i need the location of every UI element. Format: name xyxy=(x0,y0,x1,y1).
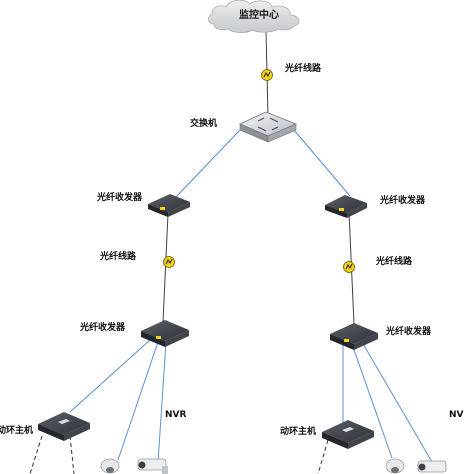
transceiver-label-right-upper: 光纤收发器 xyxy=(380,196,426,206)
link-right-cam1 xyxy=(351,343,393,459)
link-switch-right xyxy=(293,129,351,197)
camera-icon xyxy=(100,458,120,474)
fiber-connector-icon xyxy=(261,69,273,81)
link-switch-left xyxy=(174,129,241,199)
transceiver-icon xyxy=(325,195,367,218)
fiber-connector-icon xyxy=(343,261,355,273)
dashed-right-host-1 xyxy=(317,439,329,474)
nvr-label-right: NVR xyxy=(449,410,464,420)
transceiver-icon xyxy=(330,323,378,350)
switch-icon xyxy=(239,111,298,143)
switch-label: 交换机 xyxy=(190,119,218,129)
transceiver-label-left-lower: 光纤收发器 xyxy=(80,323,126,333)
fiber-line-label-right: 光纤线路 xyxy=(376,257,413,267)
host-label-right: 动环主机 xyxy=(280,427,317,437)
monitoring-center-label: 监控中心 xyxy=(239,10,279,21)
camera-icon xyxy=(417,460,447,473)
transceiver-icon xyxy=(141,320,189,347)
fiber-line-label-top: 光纤线路 xyxy=(285,64,322,74)
link-left-cam1 xyxy=(117,341,159,461)
transceiver-label-right-lower: 光纤收发器 xyxy=(386,327,432,337)
host-label-left: 动环主机 xyxy=(0,426,34,436)
transceiver-label-left-upper: 光纤收发器 xyxy=(97,193,143,203)
dashed-left-host-1 xyxy=(29,435,43,474)
cloud-icon xyxy=(208,0,300,33)
host-icon xyxy=(38,412,90,441)
link-left-nvr xyxy=(157,341,167,463)
transceiver-icon xyxy=(148,194,190,217)
link-right-nvr xyxy=(361,341,433,463)
nvr-label-left: NVR xyxy=(165,410,187,420)
fiber-connector-icon xyxy=(163,256,175,268)
fiber-line-left xyxy=(162,213,169,323)
dashed-left-host-2 xyxy=(69,435,75,474)
host-icon xyxy=(322,420,374,449)
camera-icon xyxy=(137,458,168,474)
fiber-line-label-left: 光纤线路 xyxy=(100,252,137,262)
link-left-host xyxy=(69,339,151,413)
camera-icon xyxy=(385,458,405,474)
connection-lines xyxy=(29,29,433,474)
